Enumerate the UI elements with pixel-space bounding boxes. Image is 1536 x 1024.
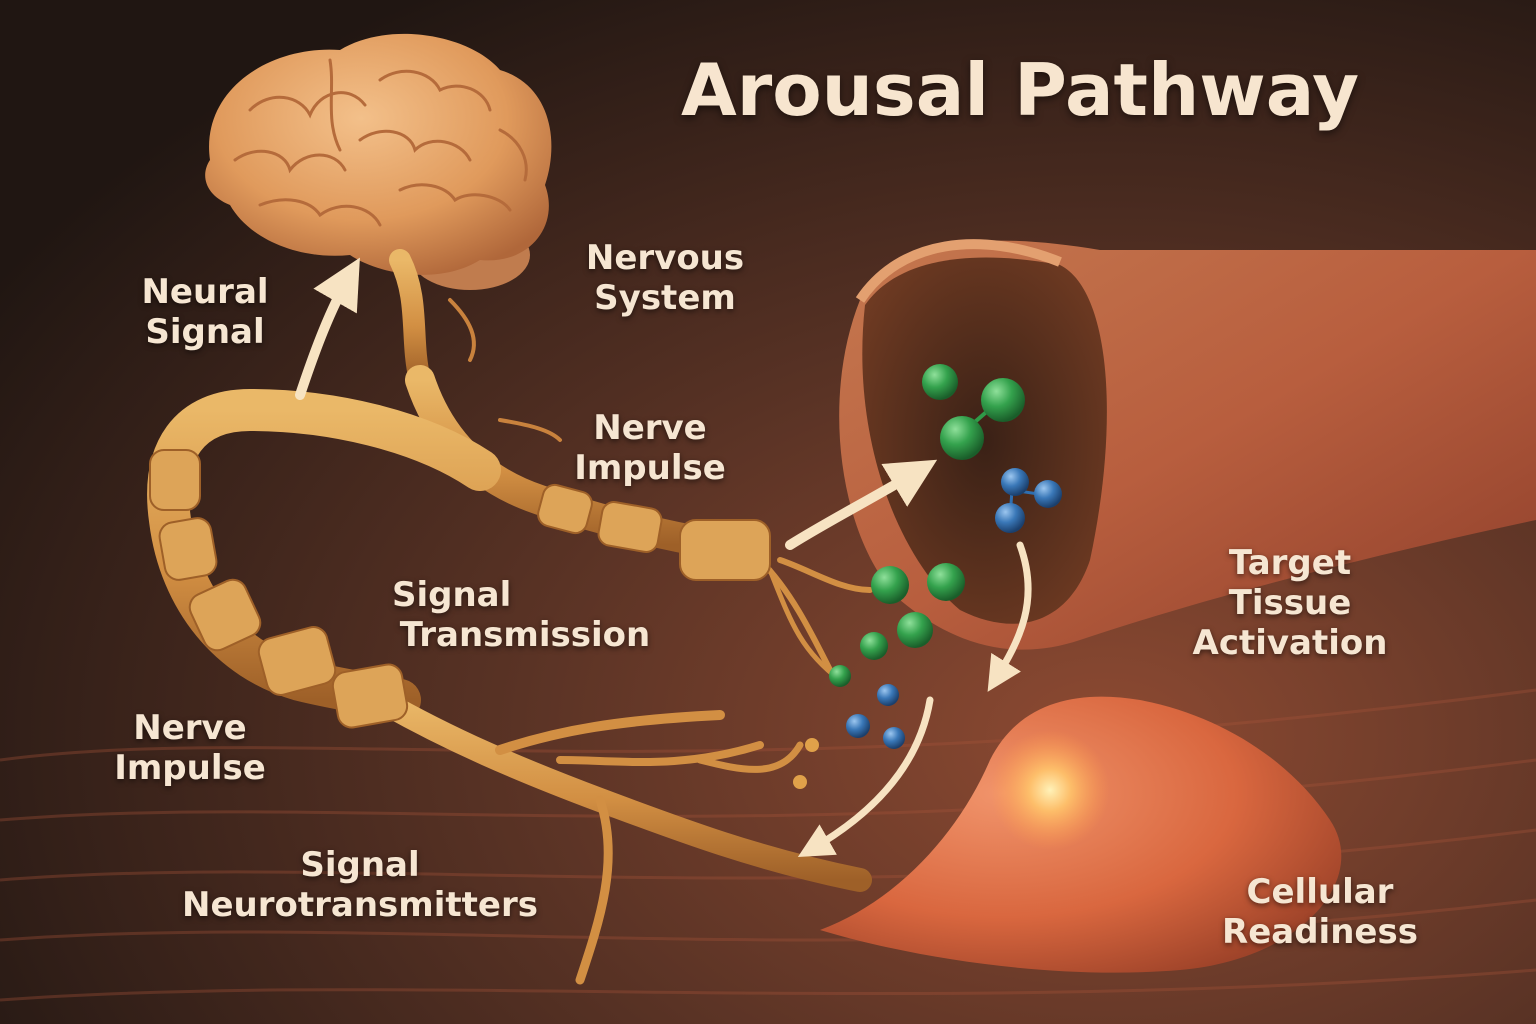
activation-glow: [990, 730, 1110, 850]
blue-molecule: [883, 727, 905, 749]
label-nerve-impulse-top: Nerve Impulse: [574, 408, 726, 489]
arrow-neural-signal: [295, 257, 360, 400]
neurotransmitter-molecules: [793, 364, 1062, 789]
target-tissue-tube: [839, 239, 1536, 650]
diagram-title: Arousal Pathway: [680, 48, 1360, 132]
nerve-end-bulb: [805, 738, 819, 752]
label-nerve-impulse-left: Nerve Impulse: [114, 708, 266, 789]
brain: [205, 33, 552, 391]
nerve-end-bulb: [793, 775, 807, 789]
label-neural-signal: Neural Signal: [141, 272, 269, 353]
green-molecule: [981, 378, 1025, 422]
label-target-tissue-activation: Target Tissue Activation: [1192, 543, 1388, 664]
green-molecule: [829, 665, 851, 687]
blue-molecule: [995, 503, 1025, 533]
label-signal-transmission: Signal Transmission: [392, 575, 651, 656]
label-nervous-system: Nervous System: [585, 238, 745, 319]
blue-molecule: [1034, 480, 1062, 508]
cellular-bulb: [820, 696, 1342, 973]
blue-molecule: [1001, 468, 1029, 496]
green-molecule: [940, 416, 984, 460]
flow-arrows: [295, 257, 1032, 857]
arrow-signal-down: [797, 696, 934, 857]
label-signal-neurotransmitters: Signal Neurotransmitters: [182, 845, 538, 926]
arrow-tissue-return: [987, 541, 1032, 692]
green-molecule: [922, 364, 958, 400]
green-molecule: [871, 566, 909, 604]
label-cellular-readiness: Cellular Readiness: [1222, 872, 1418, 953]
myelin-segments: [149, 449, 771, 729]
green-molecule: [860, 632, 888, 660]
green-molecule: [897, 612, 933, 648]
blue-molecule: [846, 714, 870, 738]
green-molecule: [927, 563, 965, 601]
arrow-nerve-impulse: [785, 459, 938, 550]
blue-molecule: [877, 684, 899, 706]
